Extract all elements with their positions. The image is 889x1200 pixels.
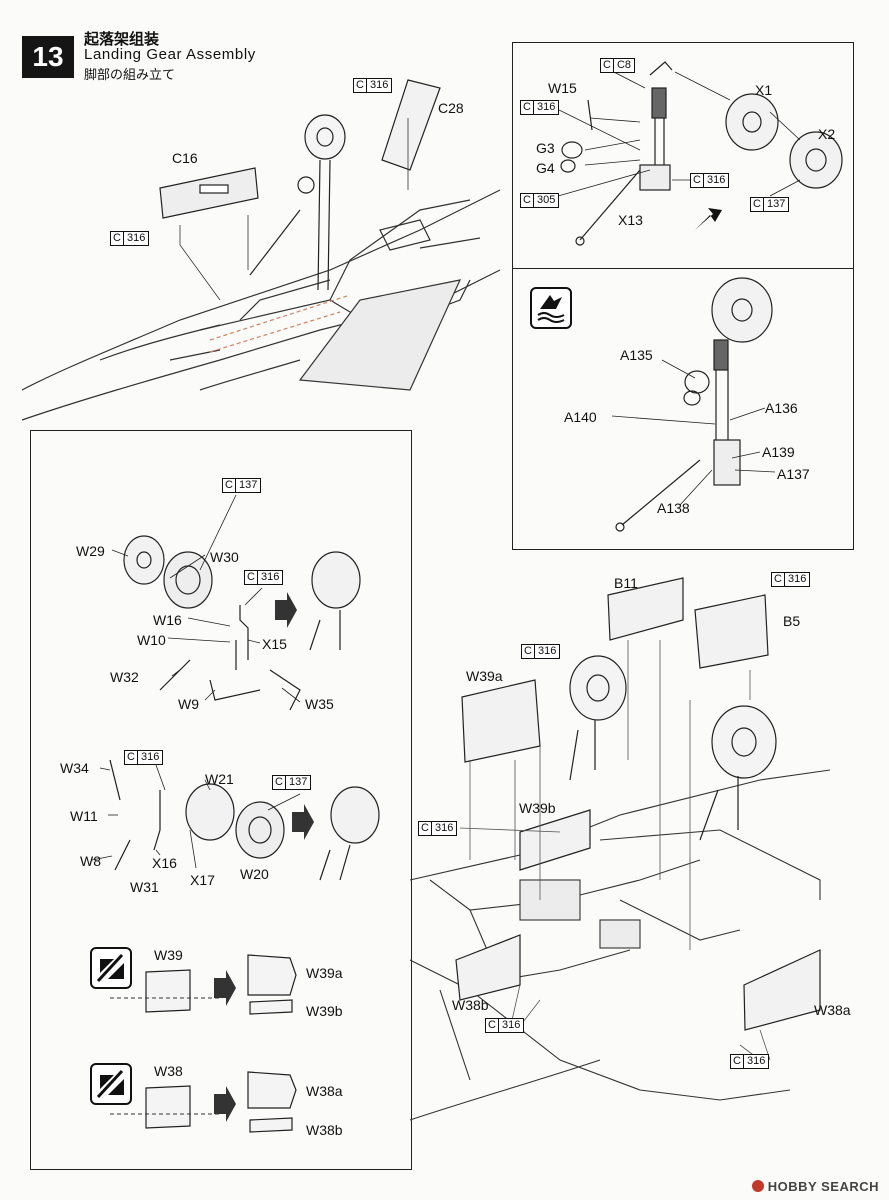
cut-icon-glyph bbox=[96, 1069, 124, 1099]
step-title-ja: 脚部の組み立て bbox=[84, 67, 176, 82]
label-w31: W31 bbox=[130, 879, 159, 895]
cut-icon bbox=[90, 1063, 132, 1105]
label-b5: B5 bbox=[783, 613, 801, 629]
label-a138: A138 bbox=[657, 500, 690, 516]
label-w32: W32 bbox=[110, 669, 139, 685]
label-w38b: W38b bbox=[306, 1122, 343, 1138]
label-w10: W10 bbox=[137, 632, 166, 648]
label-c28: C28 bbox=[438, 100, 464, 116]
label-w38a: W38a bbox=[306, 1083, 343, 1099]
label-w20: W20 bbox=[240, 866, 269, 882]
label-w8: W8 bbox=[80, 853, 101, 869]
label-w39a: W39a bbox=[306, 965, 343, 981]
label-w21: W21 bbox=[205, 771, 234, 787]
label-c16: C16 bbox=[172, 150, 198, 166]
label-g4: G4 bbox=[536, 160, 555, 176]
label-a136: A136 bbox=[765, 400, 798, 416]
hobby-search-logo-icon bbox=[751, 1180, 764, 1192]
label-a135: A135 bbox=[620, 347, 653, 363]
cut-icon bbox=[90, 947, 132, 989]
label-w35: W35 bbox=[305, 696, 334, 712]
label-w38: W38 bbox=[154, 1063, 183, 1079]
label-x17: X17 bbox=[190, 872, 215, 888]
label-w38b-placement: W38b bbox=[452, 997, 489, 1013]
label-w29: W29 bbox=[76, 543, 105, 559]
label-x13: X13 bbox=[618, 212, 643, 228]
label-w39b-placement: W39b bbox=[519, 800, 556, 816]
paint-icon-glyph bbox=[537, 295, 565, 323]
label-w9: W9 bbox=[178, 696, 199, 712]
paint-icon bbox=[530, 287, 572, 329]
label-w16: W16 bbox=[153, 612, 182, 628]
label-w39b: W39b bbox=[306, 1003, 343, 1019]
label-w39: W39 bbox=[154, 947, 183, 963]
watermark: HOBBY SEARCH bbox=[751, 1179, 879, 1194]
label-b11: B11 bbox=[614, 575, 638, 591]
label-g3: G3 bbox=[536, 140, 555, 156]
step-number: 13 bbox=[22, 36, 74, 78]
step-title-en: Landing Gear Assembly bbox=[84, 46, 256, 63]
label-w11: W11 bbox=[70, 808, 98, 824]
label-x16: X16 bbox=[152, 855, 177, 871]
label-a139: A139 bbox=[762, 444, 795, 460]
label-w34: W34 bbox=[60, 760, 89, 776]
label-w15: W15 bbox=[548, 80, 577, 96]
label-w39a-placement: W39a bbox=[466, 668, 503, 684]
watermark-text: HOBBY SEARCH bbox=[767, 1179, 879, 1194]
label-x15: X15 bbox=[262, 636, 287, 652]
label-x2: X2 bbox=[818, 126, 836, 142]
step-title-zh: 起落架组装 bbox=[84, 31, 160, 48]
label-a137: A137 bbox=[777, 466, 810, 482]
label-w38a-placement: W38a bbox=[814, 1002, 851, 1018]
label-x1: X1 bbox=[755, 82, 773, 98]
cut-icon-glyph bbox=[96, 953, 124, 983]
label-a140: A140 bbox=[564, 409, 597, 425]
label-w30: W30 bbox=[210, 549, 239, 565]
